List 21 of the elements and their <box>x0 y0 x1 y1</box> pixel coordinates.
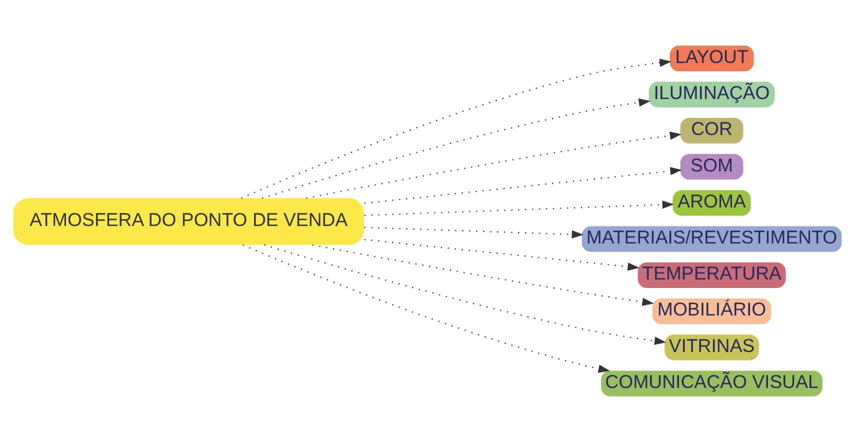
arrow <box>364 200 674 216</box>
node-box: COMUNICAÇÃO VISUAL <box>601 370 822 396</box>
arrow <box>264 244 666 345</box>
arrow <box>312 244 654 306</box>
node-box: AROMA <box>672 190 751 216</box>
node-box: COR <box>680 118 744 144</box>
arrow <box>364 167 682 204</box>
arrow <box>242 244 610 373</box>
node-box: TEMPERATURA <box>638 262 786 288</box>
node-box: ILUMINAÇÃO <box>648 82 775 108</box>
arrow <box>364 226 584 238</box>
node-box: MATERIAIS/REVESTIMENTO <box>582 226 842 252</box>
node-box: VITRINAS <box>664 334 759 360</box>
node-box: MOBILIÁRIO <box>652 298 772 324</box>
node-box: ATMOSFERA DO PONTO DE VENDA <box>13 198 364 245</box>
arrow <box>241 58 672 199</box>
arrow <box>262 98 651 199</box>
node-box: LAYOUT <box>670 46 754 72</box>
arrow <box>306 132 682 199</box>
arrow <box>364 238 640 271</box>
node-box: SOM <box>680 154 744 180</box>
